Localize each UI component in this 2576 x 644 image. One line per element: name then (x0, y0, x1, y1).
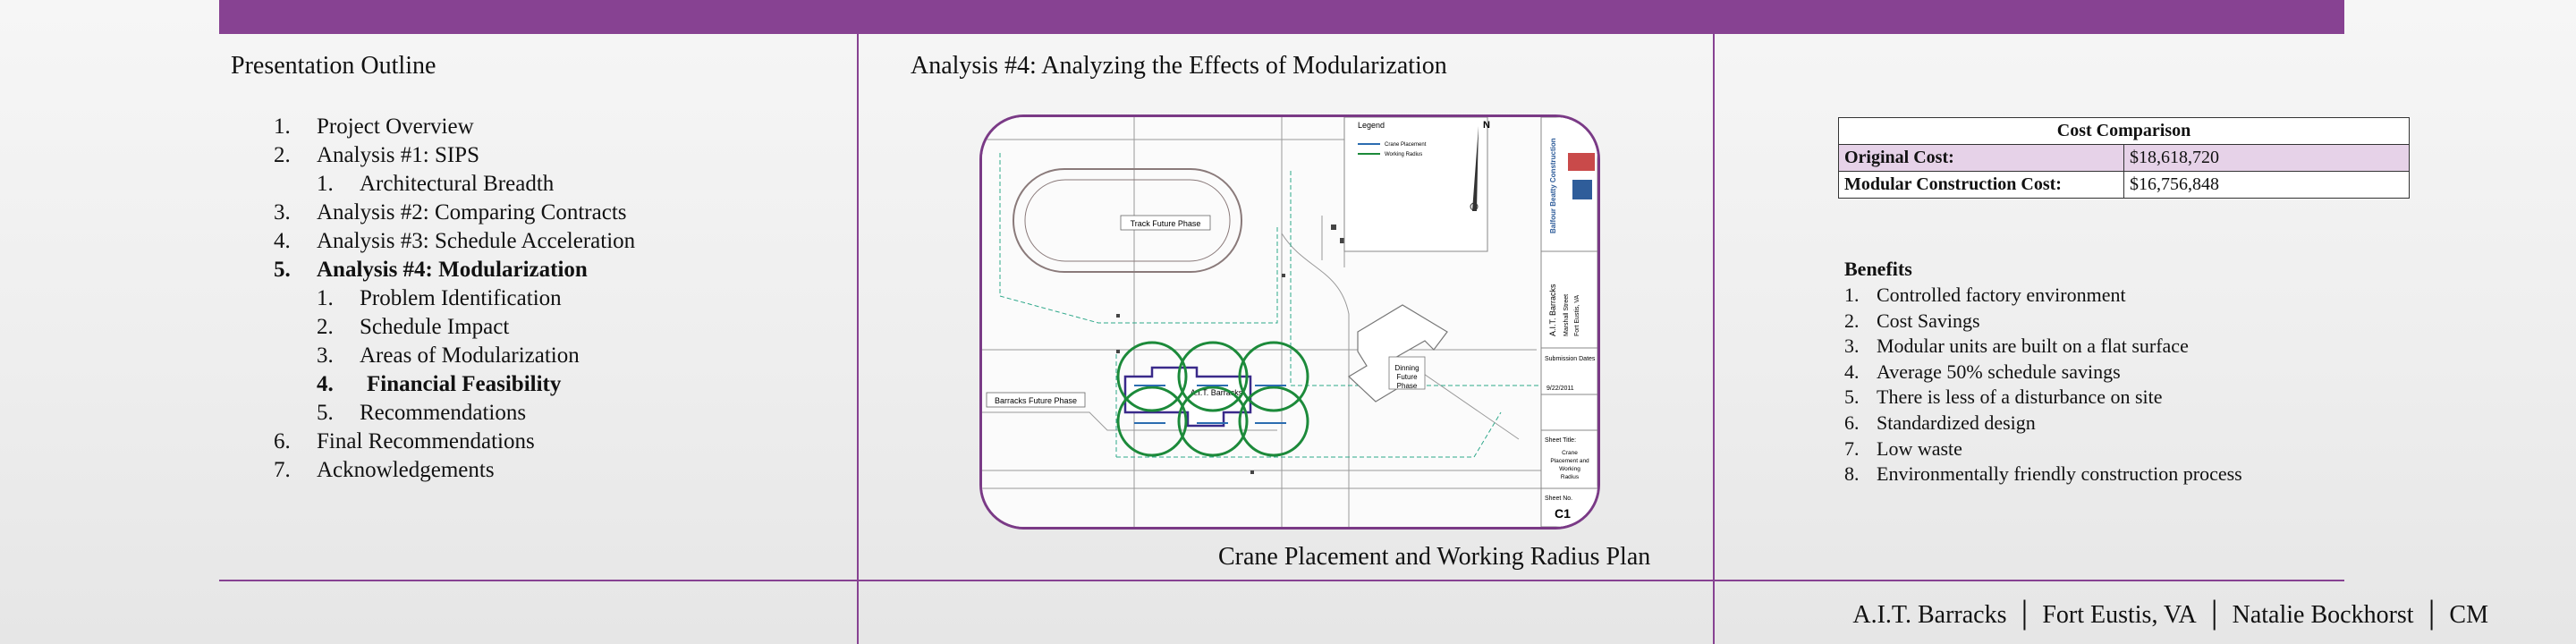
modular-cost-label: Modular Construction Cost: (1838, 171, 2124, 199)
top-accent-bar (219, 0, 2344, 34)
submission-label: Submission Dates (1545, 356, 1596, 362)
sheet-no: C1 (1555, 506, 1571, 521)
outline-item-number: 3. (317, 343, 334, 368)
benefit-number: 7. (1844, 436, 1860, 460)
benefit-number: 5. (1844, 386, 1860, 409)
title-block-city: Fort Eustis, VA (1574, 295, 1580, 336)
outline-item-text: Areas of Modularization (360, 343, 580, 368)
cost-table-title: Cost Comparison (1838, 117, 2410, 145)
benefit-text: Average 50% schedule savings (1877, 360, 2121, 383)
dining-label-3: Phase (1397, 382, 1418, 390)
outline-item-text: Architectural Breadth (360, 172, 555, 196)
footer-separator: │ (2205, 601, 2224, 629)
benefit-number: 2. (1844, 309, 1860, 332)
footer-option: CM (2449, 601, 2488, 629)
footer-author: Natalie Bockhorst (2232, 601, 2414, 629)
outline-item-text: Analysis #4: Modularization (317, 258, 588, 282)
outline-item-number: 7. (274, 458, 291, 482)
outline-item-text: Problem Identification (360, 286, 562, 310)
crane-placements (1134, 385, 1286, 424)
plan-caption: Crane Placement and Working Radius Plan (1218, 543, 1651, 571)
outline-item-number: 3. (274, 200, 291, 225)
submission-date: 9/22/2011 (1546, 386, 1574, 392)
footer: A.I.T. Barracks │ Fort Eustis, VA │ Natalie … (1852, 601, 2488, 630)
benefit-number: 4. (1844, 360, 1860, 383)
outline-item-number: 2. (317, 315, 334, 339)
benefit-number: 3. (1844, 335, 1860, 358)
sheet-title-1: Crane (1562, 450, 1578, 456)
benefit-text: There is less of a disturbance on site (1877, 386, 2163, 409)
outline-item-number: 5. (274, 258, 291, 282)
sheet-title-label: Sheet Title: (1545, 437, 1576, 444)
sheet-no-label: Sheet No. (1545, 496, 1572, 502)
footer-location: Fort Eustis, VA (2042, 601, 2197, 629)
modular-cost-value: $16,756,848 (2123, 171, 2410, 199)
outline-title: Presentation Outline (231, 52, 436, 80)
title-block-project: A.I.T. Barracks (1548, 284, 1557, 336)
benefit-text: Modular units are built on a flat surfac… (1877, 335, 2189, 358)
sheet-title-2: Placement and (1550, 458, 1589, 464)
legend-title: Legend (1358, 121, 1385, 130)
north-label: N (1483, 120, 1490, 131)
outline-item-number: 1. (274, 114, 291, 139)
track-label: Track Future Phase (1131, 219, 1201, 228)
footer-separator: │ (2015, 601, 2034, 629)
benefit-text: Environmentally friendly construction pr… (1877, 462, 2242, 486)
sheet-title-3: Working (1559, 466, 1580, 472)
benefit-text: Low waste (1877, 436, 1962, 460)
column-divider-right (1713, 34, 1715, 644)
table-row: Original Cost: $18,618,720 (1838, 144, 2410, 172)
outline-item-number: 6. (274, 429, 291, 453)
outline-item-number: 2. (274, 143, 291, 167)
footer-project: A.I.T. Barracks (1852, 601, 2007, 629)
outline-item-text: Final Recommendations (317, 429, 535, 453)
crane-radius-circles (1116, 341, 1309, 457)
firm-name: Balfour Beatty Construction (1549, 138, 1557, 233)
outline-item-text: Analysis #3: Schedule Acceleration (317, 229, 636, 253)
analysis-title: Analysis #4: Analyzing the Effects of Mo… (911, 52, 1447, 80)
dining-label-1: Dinning (1394, 364, 1419, 372)
sheet-title-4: Radius (1561, 474, 1580, 480)
benefit-text: Controlled factory environment (1877, 284, 2126, 306)
original-cost-value: $18,618,720 (2123, 144, 2410, 172)
title-block-street: Marshall Street (1563, 294, 1570, 336)
north-arrow-icon (1470, 126, 1479, 211)
benefit-number: 1. (1844, 284, 1860, 306)
outline-item-number: 5. (317, 401, 334, 425)
outline-item-number: 1. (317, 286, 334, 310)
outline-item-text: Financial Feasibility (367, 372, 562, 396)
benefit-number: 8. (1844, 462, 1860, 486)
outline-item-text: Analysis #1: SIPS (317, 143, 479, 167)
building-label: A.I.T. Barracks (1191, 388, 1243, 397)
dining-label-2: Future (1396, 373, 1418, 381)
cost-comparison-table: Cost Comparison Original Cost: $18,618,7… (1838, 117, 2410, 199)
outline-item-text: Schedule Impact (360, 315, 510, 339)
site-plan-drawing: Track Future Phase Barracks Future Phase… (979, 114, 1600, 530)
benefit-text: Cost Savings (1877, 309, 1980, 332)
footer-separator: │ (2422, 601, 2441, 629)
original-cost-label: Original Cost: (1838, 144, 2124, 172)
legend-item-crane: Crane Placement (1385, 142, 1427, 148)
table-row: Modular Construction Cost: $16,756,848 (1838, 171, 2410, 199)
outline-item-number: 4. (317, 372, 334, 396)
outline-item-number: 1. (317, 172, 334, 196)
benefit-text: Standardized design (1877, 411, 2036, 434)
footer-divider (219, 580, 2344, 581)
column-divider-left (857, 34, 859, 644)
benefit-number: 6. (1844, 411, 1860, 434)
barracks-future-label: Barracks Future Phase (995, 396, 1077, 405)
outline-item-text: Project Overview (317, 114, 474, 139)
outline-item-text: Acknowledgements (317, 458, 495, 482)
benefits-heading: Benefits (1844, 258, 1912, 280)
track-drawing (1013, 168, 1242, 273)
legend-item-radius: Working Radius (1385, 152, 1422, 157)
outline-item-number: 4. (274, 229, 291, 253)
outline-item-text: Analysis #2: Comparing Contracts (317, 200, 627, 225)
outline-item-text: Recommendations (360, 401, 527, 425)
